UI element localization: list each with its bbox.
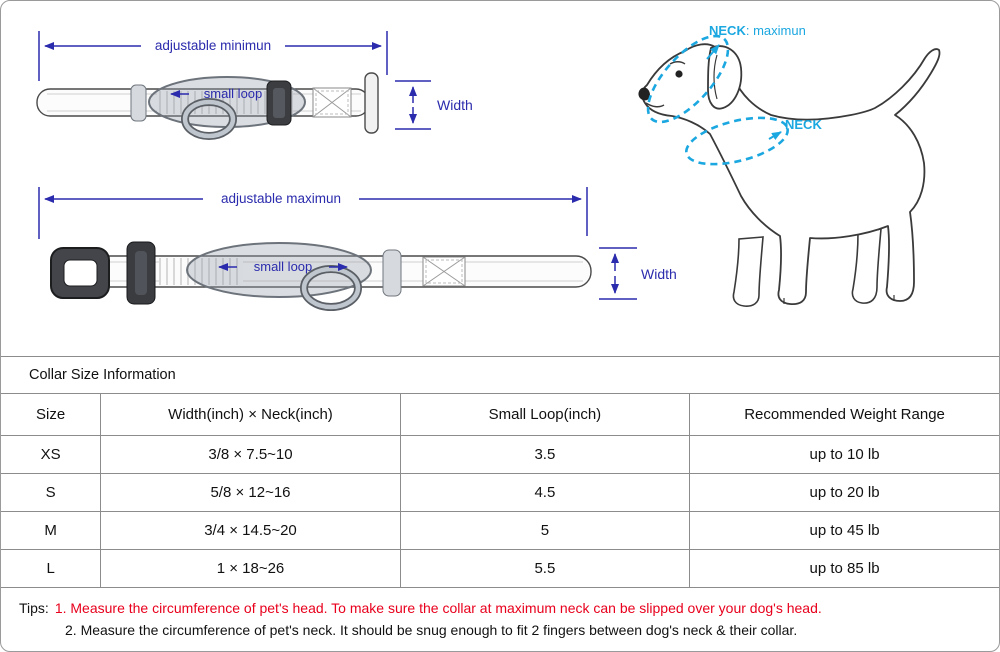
dog-nose <box>638 87 650 101</box>
table-cell: XS <box>1 435 102 474</box>
collar-diagram-area: small loop <box>1 1 999 356</box>
dog-ear <box>707 45 743 110</box>
adjustable-max-dimension <box>38 187 588 239</box>
metal-buckle <box>50 247 110 299</box>
tip-1: 1. Measure the circumference of pet's he… <box>54 600 822 616</box>
table-cell: 5.5 <box>399 549 691 588</box>
width-max-label: Width <box>641 266 677 282</box>
stitch-patch <box>312 87 352 118</box>
dimension-annotations: adjustable minimun Width adjustable maxi… <box>38 31 677 300</box>
header-weight-range: Recommended Weight Range <box>689 393 999 436</box>
table-cell: 5/8 × 12~16 <box>100 473 401 512</box>
keeper <box>382 249 402 297</box>
table-cell: L <box>1 549 102 588</box>
table-cell: M <box>1 511 102 550</box>
width-min-dimension <box>395 80 431 130</box>
collar-min-drawing: small loop <box>36 72 379 140</box>
slider-dark <box>126 241 156 305</box>
table-row: M 3/4 × 14.5~20 5 up to 45 lb <box>1 511 999 550</box>
adjustable-max-label: adjustable maximun <box>221 191 341 206</box>
small-loop-label-min: small loop <box>204 86 263 101</box>
table-cell: up to 10 lb <box>689 435 999 474</box>
table-cell: up to 45 lb <box>689 511 999 550</box>
table-cell: up to 85 lb <box>689 549 999 588</box>
size-table: Size Width(inch) × Neck(inch) Small Loop… <box>1 393 999 588</box>
buckle-tab <box>364 72 379 134</box>
table-row: S 5/8 × 12~16 4.5 up to 20 lb <box>1 473 999 512</box>
table-cell: 3/8 × 7.5~10 <box>100 435 401 474</box>
dog-far-legs <box>732 236 764 307</box>
head-loop-dashed <box>646 34 730 124</box>
adjustable-min-label: adjustable minimun <box>155 38 271 53</box>
neck-maximum-label: NECK: maximun <box>709 23 806 38</box>
table-cell: 3/4 × 14.5~20 <box>100 511 401 550</box>
table-row: XS 3/8 × 7.5~10 3.5 up to 10 lb <box>1 435 999 474</box>
small-loop-label-max: small loop <box>254 259 313 274</box>
header-size: Size <box>1 393 102 436</box>
dog-eye <box>675 70 683 78</box>
dog-body <box>641 43 941 306</box>
neck-label: NECK <box>785 117 822 132</box>
neck-loop-dashed <box>685 116 789 166</box>
tips-label: Tips: <box>19 600 49 616</box>
width-min-label: Width <box>437 97 473 113</box>
table-cell: 3.5 <box>399 435 691 474</box>
table-header-row: Size Width(inch) × Neck(inch) Small Loop… <box>1 393 999 436</box>
tips-section: Tips: 1. Measure the circumference of pet… <box>1 588 999 641</box>
collar-max-drawing: small loop <box>50 241 592 311</box>
table-cell: S <box>1 473 102 512</box>
table-cell: 4.5 <box>399 473 691 512</box>
table-cell: 1 × 18~26 <box>100 549 401 588</box>
table-title: Collar Size Information <box>1 356 999 393</box>
small-loop-shape <box>186 242 372 298</box>
header-small-loop: Small Loop(inch) <box>399 393 691 436</box>
strap-ribbing <box>159 258 243 285</box>
table-cell: 5 <box>399 511 691 550</box>
table-row: L 1 × 18~26 5.5 up to 85 lb <box>1 549 999 588</box>
keeper <box>130 84 147 122</box>
table-cell: up to 20 lb <box>689 473 999 512</box>
tip-2: 2. Measure the circumference of pet's ne… <box>65 622 798 638</box>
stitch-patch <box>422 256 466 287</box>
dog-illustration: NECK: maximun NECK <box>638 23 941 307</box>
header-width-neck: Width(inch) × Neck(inch) <box>100 393 401 436</box>
adjustable-min-dimension <box>38 31 388 81</box>
width-max-dimension <box>599 247 637 300</box>
